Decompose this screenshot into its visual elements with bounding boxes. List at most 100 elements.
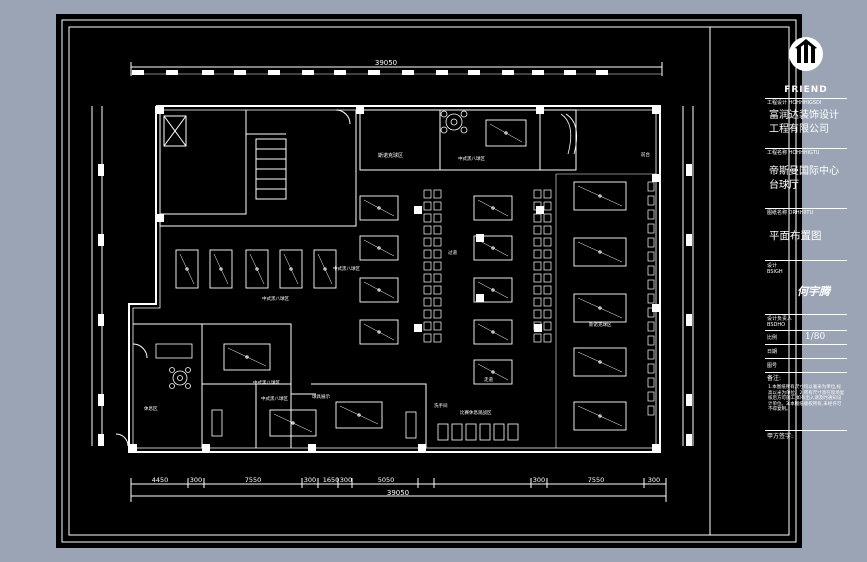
bottom-dim-4: 300: [304, 476, 316, 484]
floor-plan: 39050 4450 300 7550 300 1650 300 5050 30…: [61, 19, 797, 543]
ball: [598, 306, 602, 310]
chair: [433, 333, 442, 343]
column: [414, 206, 422, 214]
chair: [533, 321, 542, 331]
chair: [543, 201, 552, 211]
dim-tick-block: [132, 70, 144, 75]
date-cell: 日期: [765, 344, 847, 358]
billiard-table: [359, 195, 399, 221]
chair: [647, 223, 655, 234]
label-date: 日期: [767, 349, 778, 355]
drawing-name-cell: 图纸名称 DRHHIITU 平面布置图: [765, 208, 847, 260]
chair: [543, 273, 552, 283]
chair: [533, 261, 542, 271]
chair: [533, 237, 542, 247]
chair: [647, 209, 655, 220]
ball: [377, 206, 381, 210]
chair: [543, 309, 552, 319]
chair: [543, 225, 552, 235]
ball: [289, 267, 293, 271]
column: [534, 324, 542, 332]
ball: [491, 206, 495, 210]
ball: [377, 246, 381, 250]
ball: [291, 421, 295, 425]
billiard-table: [573, 347, 627, 377]
column: [308, 444, 316, 452]
check-cell: 设计负责人 BSDHO: [765, 314, 847, 330]
column: [476, 234, 484, 242]
label-client: 甲方签字:: [767, 433, 794, 440]
chair: [647, 237, 655, 248]
side-dim-block: [686, 394, 692, 406]
room-label-14: 洗手间: [434, 402, 448, 409]
chair: [647, 265, 655, 276]
chair: [647, 307, 655, 318]
chair: [543, 213, 552, 223]
column: [202, 444, 210, 452]
billiard-table: [473, 195, 513, 221]
cue-line: [339, 405, 379, 425]
room-label-12: 过道: [448, 249, 457, 256]
chair: [423, 225, 432, 235]
chair: [533, 273, 542, 283]
cue-line: [577, 185, 623, 207]
chair: [647, 391, 655, 402]
chair: [647, 293, 655, 304]
scale-cell: 比例 1/80: [765, 330, 847, 344]
billiard-table: [473, 235, 513, 261]
drawing-sheet: 39050 4450 300 7550 300 1650 300 5050 30…: [56, 14, 847, 548]
chair: [423, 237, 432, 247]
chair: [647, 335, 655, 346]
side-dim-block: [98, 234, 104, 246]
chair: [647, 349, 655, 360]
column: [652, 174, 660, 182]
label-notes: 备注:: [767, 375, 782, 382]
chair: [433, 309, 442, 319]
label-project: 工程名称: [767, 150, 788, 156]
column: [418, 444, 426, 452]
ball: [245, 355, 249, 359]
chair: [533, 201, 542, 211]
billiard-table: [359, 319, 399, 345]
ball: [377, 330, 381, 334]
chair: [433, 213, 442, 223]
client-sign-cell: 甲方签字:: [765, 430, 847, 535]
billiard-table: [573, 293, 627, 323]
cue-line: [283, 253, 299, 285]
column: [536, 106, 544, 114]
bottom-total-dimension: 39050: [387, 489, 409, 497]
chair: [433, 237, 442, 247]
chair: [533, 333, 542, 343]
chair: [423, 273, 432, 283]
ball: [504, 131, 508, 135]
dim-tick-block: [268, 70, 280, 75]
chair: [543, 285, 552, 295]
ball: [598, 414, 602, 418]
chair: [533, 297, 542, 307]
room-label-10: 球具展示: [312, 393, 330, 400]
cue-line: [489, 123, 523, 143]
column: [156, 214, 164, 222]
ball: [491, 330, 495, 334]
billiard-table: [485, 119, 527, 147]
ball: [598, 194, 602, 198]
column: [652, 444, 660, 452]
room-label-7: 斯诺克球区: [378, 152, 403, 159]
side-dim-block: [98, 314, 104, 326]
cue-line: [477, 239, 509, 257]
room-label-1: 中式黑八球区: [262, 295, 289, 302]
chair: [543, 297, 552, 307]
side-dim-block: [686, 434, 692, 446]
chair: [533, 213, 542, 223]
chair: [433, 273, 442, 283]
billiard-table: [223, 343, 271, 371]
chair: [423, 189, 432, 199]
ball: [377, 288, 381, 292]
chair: [543, 261, 552, 271]
label-check: 设计负责人: [767, 316, 793, 322]
billiard-table: [573, 237, 627, 267]
chair: [423, 201, 432, 211]
side-dim-block: [98, 434, 104, 446]
ball: [491, 246, 495, 250]
cue-line: [227, 347, 267, 367]
